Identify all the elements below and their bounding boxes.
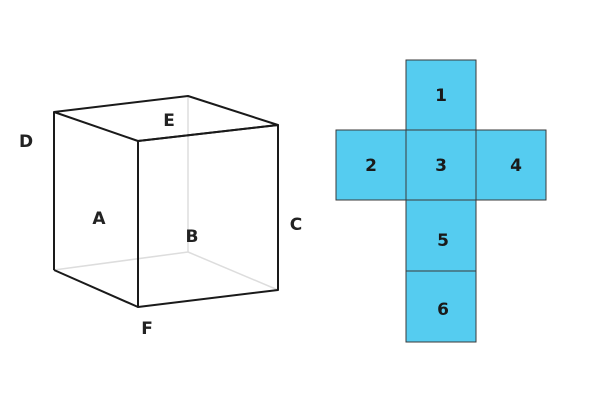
net-square-2: 2 xyxy=(335,129,407,201)
cube-bottom-left-edge xyxy=(53,269,139,308)
net-square-4: 4 xyxy=(475,129,547,201)
net-square-6-label: 6 xyxy=(437,300,449,320)
net-square-3-label: 3 xyxy=(435,156,447,176)
cube-hidden-edges xyxy=(53,96,279,291)
net-square-4-fill xyxy=(475,129,547,201)
net-square-5-fill xyxy=(405,199,477,272)
cube-net: 1 2 3 4 5 6 xyxy=(335,59,547,343)
cube-label-right-side: C xyxy=(290,215,302,235)
net-square-2-label: 2 xyxy=(365,156,377,176)
hidden-edge-left xyxy=(53,251,189,271)
cube-label-back: B xyxy=(186,227,199,247)
net-square-5-label: 5 xyxy=(437,231,449,251)
net-square-4-label: 4 xyxy=(510,156,522,176)
cube-drawing: E D A B C F xyxy=(19,95,302,339)
net-square-3-fill xyxy=(405,129,477,201)
net-square-2-fill xyxy=(335,129,407,201)
cube-label-top: E xyxy=(163,111,175,131)
cube-label-left-edge: D xyxy=(19,132,33,152)
cube-label-bottom: F xyxy=(141,319,153,339)
net-square-1: 1 xyxy=(405,59,477,131)
net-square-3: 3 xyxy=(405,129,477,201)
net-square-6-fill xyxy=(405,270,477,343)
net-square-6: 6 xyxy=(405,270,477,343)
cube-label-front: A xyxy=(92,209,106,229)
hidden-edge-right xyxy=(187,251,279,291)
net-square-5: 5 xyxy=(405,199,477,272)
net-square-1-label: 1 xyxy=(435,86,447,106)
cube-visible-edges xyxy=(53,95,279,308)
cube-front-face-outline xyxy=(137,124,279,308)
